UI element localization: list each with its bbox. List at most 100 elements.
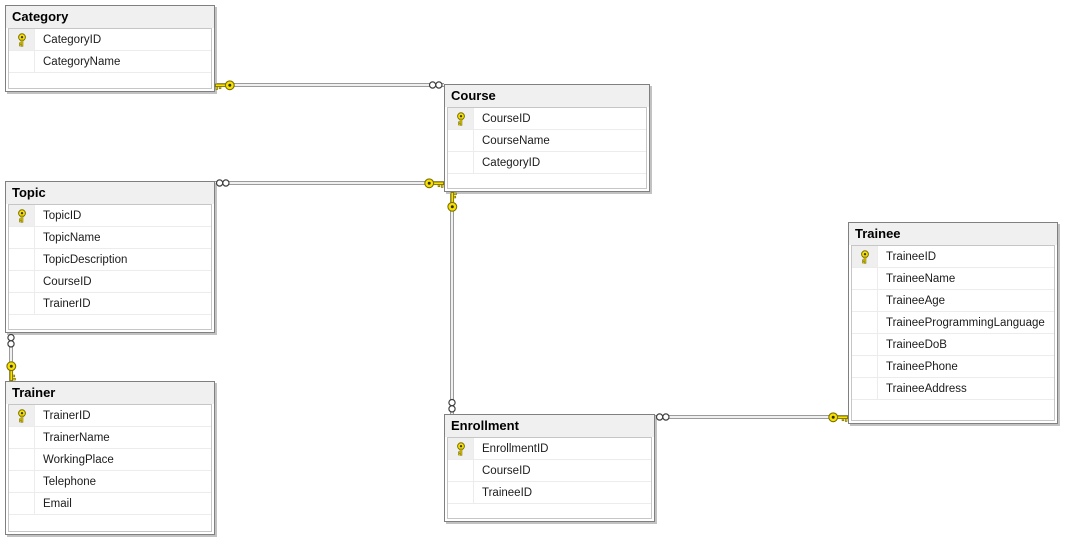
column-row-categoryid[interactable]: CategoryID	[448, 152, 646, 174]
column-name: WorkingPlace	[43, 453, 114, 466]
row-icon-cell	[9, 293, 35, 314]
one-side-key-icon-trainee-enrollment	[828, 411, 849, 424]
column-row-traineeid[interactable]: TraineeID	[448, 482, 651, 504]
table-title: Enrollment	[451, 418, 519, 433]
column-row-topicdescription[interactable]: TopicDescription	[9, 249, 211, 271]
column-row-courseid[interactable]: CourseID	[448, 108, 646, 130]
column-row-traineedob[interactable]: TraineeDoB	[852, 334, 1054, 356]
row-icon-cell	[448, 460, 474, 481]
column-row-traineeage[interactable]: TraineeAge	[852, 290, 1054, 312]
row-icon-cell	[9, 51, 35, 72]
column-name: Email	[43, 497, 72, 510]
relationship-line-course-enrollment[interactable]	[450, 192, 454, 414]
empty-row	[448, 174, 646, 188]
column-row-trainerid[interactable]: TrainerID	[9, 293, 211, 315]
table-title: Course	[451, 88, 496, 103]
column-row-trainerid[interactable]: TrainerID	[9, 405, 211, 427]
relationship-line-trainer-topic[interactable]	[9, 333, 13, 381]
table-title: Category	[12, 9, 69, 24]
column-name: TraineeID	[482, 486, 533, 499]
column-name: TrainerID	[43, 409, 91, 422]
column-row-traineephone[interactable]: TraineePhone	[852, 356, 1054, 378]
row-icon-cell	[852, 356, 878, 377]
column-name: CourseName	[482, 134, 550, 147]
column-name: TraineeProgrammingLanguage	[886, 316, 1045, 329]
one-side-key-icon-course-enrollment	[446, 191, 459, 212]
column-name: TraineeAddress	[886, 382, 967, 395]
column-row-email[interactable]: Email	[9, 493, 211, 515]
table-header-course[interactable]: Course	[445, 85, 649, 107]
row-icon-cell	[448, 482, 474, 503]
row-icon-cell	[9, 471, 35, 492]
row-icon-cell	[9, 449, 35, 470]
row-icon-cell	[852, 334, 878, 355]
row-icon-cell	[9, 249, 35, 270]
column-row-telephone[interactable]: Telephone	[9, 471, 211, 493]
column-row-courseid[interactable]: CourseID	[448, 460, 651, 482]
empty-row	[9, 515, 211, 531]
column-row-traineename[interactable]: TraineeName	[852, 268, 1054, 290]
table-header-trainer[interactable]: Trainer	[6, 382, 214, 404]
table-grid: CategoryID CategoryName	[8, 28, 212, 89]
many-side-infinity-icon-course-topic	[215, 178, 231, 188]
primary-key-icon	[852, 246, 878, 267]
column-name: TrainerID	[43, 297, 91, 310]
column-row-topicid[interactable]: TopicID	[9, 205, 211, 227]
row-icon-cell	[448, 152, 474, 173]
one-side-key-icon-course-topic	[424, 177, 445, 190]
many-side-infinity-icon-category-course	[428, 80, 444, 90]
relationship-line-trainee-enrollment[interactable]	[655, 415, 848, 419]
column-row-traineeaddress[interactable]: TraineeAddress	[852, 378, 1054, 400]
column-row-categoryid[interactable]: CategoryID	[9, 29, 211, 51]
row-icon-cell	[9, 227, 35, 248]
column-row-enrollmentid[interactable]: EnrollmentID	[448, 438, 651, 460]
table-header-category[interactable]: Category	[6, 6, 214, 28]
empty-row	[448, 504, 651, 518]
column-name: TrainerName	[43, 431, 110, 444]
row-icon-cell	[852, 378, 878, 399]
column-name: TopicDescription	[43, 253, 128, 266]
one-side-key-icon-category-course	[214, 79, 235, 92]
row-icon-cell	[852, 312, 878, 333]
table-header-trainee[interactable]: Trainee	[849, 223, 1057, 245]
row-icon-cell	[448, 130, 474, 151]
column-name: TraineeID	[886, 250, 937, 263]
column-row-categoryname[interactable]: CategoryName	[9, 51, 211, 73]
primary-key-icon	[448, 438, 474, 459]
column-row-trainername[interactable]: TrainerName	[9, 427, 211, 449]
empty-row	[852, 400, 1054, 420]
row-icon-cell	[9, 427, 35, 448]
table-grid: EnrollmentID CourseID TraineeID	[447, 437, 652, 519]
relationship-line-category-course[interactable]	[215, 83, 444, 87]
column-row-workingplace[interactable]: WorkingPlace	[9, 449, 211, 471]
column-name: TraineeName	[886, 272, 956, 285]
primary-key-icon	[9, 405, 35, 426]
row-icon-cell	[852, 290, 878, 311]
column-row-traineeid[interactable]: TraineeID	[852, 246, 1054, 268]
column-row-traineeprogramminglanguage[interactable]: TraineeProgrammingLanguage	[852, 312, 1054, 334]
column-name: CategoryName	[43, 55, 121, 68]
column-row-courseid[interactable]: CourseID	[9, 271, 211, 293]
column-name: CourseID	[482, 112, 531, 125]
many-side-infinity-icon-trainee-enrollment	[655, 412, 671, 422]
column-name: EnrollmentID	[482, 442, 549, 455]
primary-key-icon	[9, 29, 35, 50]
table-header-topic[interactable]: Topic	[6, 182, 214, 204]
column-row-topicname[interactable]: TopicName	[9, 227, 211, 249]
primary-key-icon	[9, 205, 35, 226]
table-header-enrollment[interactable]: Enrollment	[445, 415, 654, 437]
many-side-infinity-icon-course-enrollment	[447, 398, 457, 414]
column-row-coursename[interactable]: CourseName	[448, 130, 646, 152]
row-icon-cell	[9, 493, 35, 514]
relationship-line-course-topic[interactable]	[215, 181, 444, 185]
